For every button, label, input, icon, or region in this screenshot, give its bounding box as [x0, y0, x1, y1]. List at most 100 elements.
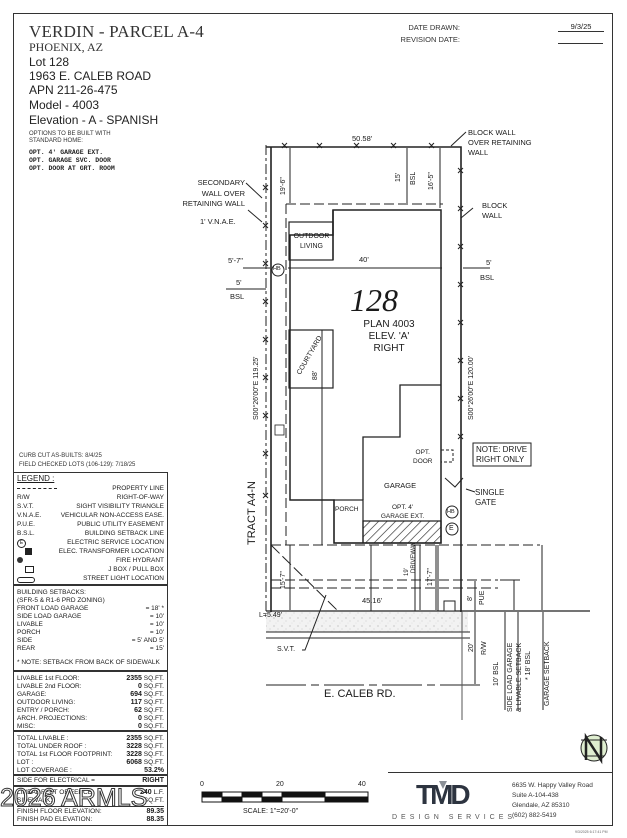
orientation-label: RIGHT	[373, 343, 405, 354]
setback-row: PORCH= 10'	[17, 629, 164, 637]
total-row: TOTAL UNDER ROOF :3228 SQ.FT.	[17, 743, 164, 751]
hose-bib-icon: HB	[273, 266, 281, 272]
project-title: VERDIN - PARCEL A-4	[29, 22, 204, 41]
total-row: TOTAL 1st FLOOR FOOTPRINT:3228 SQ.FT.	[17, 751, 164, 759]
setback-label: SIDE LOAD GARAGE	[17, 613, 82, 620]
area-number: 0	[138, 683, 142, 690]
callout-text: RETAINING WALL	[182, 199, 245, 208]
plan-label: PLAN 4003	[363, 319, 415, 330]
area-row: LIVABLE 1st FLOOR:2355 SQ.FT.	[17, 675, 164, 683]
area-unit: SQ.FT.	[143, 683, 164, 690]
company-address: 6635 W. Happy Valley Road Suite A-104-43…	[512, 781, 593, 821]
total-unit: SQ.FT.	[143, 751, 164, 758]
total-label: LOT :	[17, 759, 34, 766]
garage-label: GARAGE	[384, 481, 417, 490]
dim-top-width: 50.58'	[352, 134, 373, 143]
area-number: 694	[130, 691, 142, 698]
callout-single-gate: SINGLE GATE	[475, 488, 504, 508]
legend-label: PROPERTY LINE	[112, 485, 164, 492]
legend-item: FIRE HYDRANT	[17, 557, 164, 567]
setback-row: LIVABLE = 10'	[17, 621, 164, 629]
setback-value: = 10'	[149, 629, 164, 636]
setback-label: SIDE	[17, 637, 33, 644]
date-drawn-value: 9/3/25	[558, 22, 604, 32]
callout-secondary-wall: SECONDARY WALL OVER RETAINING WALL	[166, 178, 245, 210]
callout-text: SECONDARY	[197, 178, 245, 187]
dim-left-bsl: BSL	[230, 292, 245, 301]
elevation: Elevation - A - SPANISH	[29, 113, 159, 127]
dim-livable-setback: & LIVABLE SETBACK	[516, 642, 523, 712]
outdoor-living-text: LIVING	[300, 243, 323, 250]
setback-label: FRONT LOAD GARAGE	[17, 605, 89, 612]
property-line-icon	[17, 488, 57, 489]
scale-label: SCALE: 1"=20'-0"	[243, 808, 299, 815]
callout-text: BLOCK WALL	[468, 128, 516, 137]
legend-label: ELEC. TRANSFORMER LOCATION	[58, 548, 164, 555]
fire-hydrant-icon	[17, 557, 23, 563]
setback-value: = 5' AND 5'	[131, 637, 164, 644]
setback-row: FRONT LOAD GARAGE= 18' *	[17, 605, 164, 613]
setbacks-heading-text: BUILDING SETBACKS:	[17, 589, 86, 596]
dim-rw-20: 20'	[468, 642, 475, 652]
dim-pue-8: 8'	[467, 595, 474, 601]
setbacks-box: BUILDING SETBACKS: (SFR-5 & R1-6 PRD ZON…	[13, 585, 168, 671]
callout-block-wall: BLOCK WALL	[482, 201, 507, 221]
setbacks-zoning: (SFR-5 & R1-6 PRD ZONING)	[17, 597, 164, 605]
elevations-box: LINEAL FEET OF FENCE:240 L.F. SIDEWALK: …	[13, 786, 168, 826]
setback-label: LIVABLE	[17, 621, 43, 628]
setback-note: * NOTE: SETBACK FROM BACK OF SIDEWALK	[17, 659, 164, 667]
lot-number: Lot 128	[29, 55, 70, 69]
street-name: E. CALEB RD.	[324, 688, 396, 700]
dim-left-bearing: S00°26'00"E 119.25'	[253, 356, 260, 421]
area-value: 0 SQ.FT.	[138, 715, 164, 722]
setback-value: = 10'	[149, 621, 164, 628]
dim-rear-16-5: 16'-5"	[428, 172, 435, 190]
total-unit: SQ.FT.	[143, 735, 164, 742]
opt-door-text: OPT.	[415, 449, 430, 456]
option-item: OPT. 4' GARAGE EXT.	[29, 149, 104, 156]
area-number: 0	[138, 723, 142, 730]
drawing-frame	[13, 13, 613, 826]
dim-rear-15: 15'	[395, 172, 402, 182]
area-unit: SQ.FT.	[143, 675, 164, 682]
total-value: 3228 SQ.FT.	[126, 751, 164, 758]
field-checked-note: FIELD CHECKED LOTS (106-129): 7/18/25	[19, 462, 136, 468]
legend-label: RIGHT-OF-WAY	[116, 494, 164, 501]
note-text: NOTE: DRIVE	[476, 445, 528, 454]
legend-key: S.V.T.	[17, 503, 34, 510]
dim-rear-bsl: BSL	[410, 171, 417, 185]
company-block: TMD DESIGN SERVICES 6635 W. Happy Valley…	[388, 772, 612, 827]
dim-front-width: 45.16'	[362, 596, 383, 605]
area-row: OUTDOOR LIVING:117 SQ.FT.	[17, 699, 164, 707]
company-logo: TMD	[416, 779, 471, 810]
area-number: 117	[130, 699, 142, 706]
area-value: 694 SQ.FT.	[130, 691, 164, 698]
transformer-icon	[25, 548, 32, 555]
setback-value: = 15'	[149, 645, 164, 652]
date-drawn-label: DATE DRAWN:	[408, 23, 460, 32]
print-stamp: 9/3/2025 6:17:41 PM	[575, 830, 608, 834]
total-number: 2355	[126, 735, 142, 742]
legend-item: ELEC. TRANSFORMER LOCATION	[17, 548, 164, 558]
address: 1963 E. CALEB ROAD	[29, 69, 152, 83]
finish-pad-row: FINISH PAD ELEVATION:88.35	[17, 816, 164, 824]
lot-number-label: 128	[350, 282, 398, 318]
revision-date-label: REVISION DATE:	[400, 35, 460, 44]
electrical-row: SIDE FOR ELECTRICAL =RIGHT	[17, 777, 164, 785]
note-text: RIGHT ONLY	[476, 455, 525, 464]
street-light-icon	[17, 577, 35, 583]
area-value: 2355 SQ.FT.	[126, 675, 164, 682]
area-row: LIVABLE 2nd FLOOR:0 SQ.FT.	[17, 683, 164, 691]
dim-front-15-7: 15'-7"	[280, 571, 287, 589]
legend-label: J BOX / PULL BOX	[108, 566, 164, 573]
opt-door-text: DOOR	[413, 458, 433, 465]
legend-label: FIRE HYDRANT	[115, 557, 164, 564]
plan-info: PLAN 4003 ELEV. 'A' RIGHT	[360, 319, 418, 355]
total-number: 3228	[126, 743, 142, 750]
callout-text: GATE	[475, 498, 497, 507]
model: Model - 4003	[29, 98, 100, 112]
legend-label: VEHICULAR NON-ACCESS EASE.	[60, 512, 164, 519]
area-row: ENTRY / PORCH:62 SQ.FT.	[17, 707, 164, 715]
callout-text: SINGLE	[475, 488, 505, 497]
